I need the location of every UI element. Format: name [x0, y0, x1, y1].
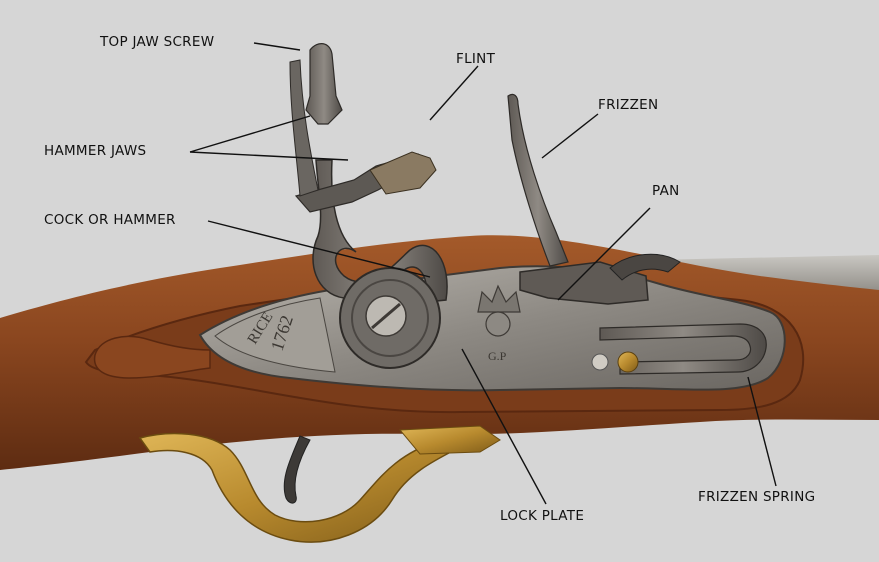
- leader-top-jaw-screw: [254, 43, 300, 50]
- label-cock-or-hammer: COCK OR HAMMER: [44, 212, 176, 228]
- label-hammer-jaws: HAMMER JAWS: [44, 143, 146, 159]
- cipher-engraving: G.P: [488, 349, 507, 363]
- spring-screw: [618, 352, 638, 372]
- leader-hammer-jaws-upper: [190, 116, 310, 152]
- label-frizzen-spring: FRIZZEN SPRING: [698, 489, 815, 505]
- leader-flint: [430, 66, 478, 120]
- label-pan: PAN: [652, 183, 680, 199]
- label-lock-plate: LOCK PLATE: [500, 508, 584, 524]
- label-frizzen: FRIZZEN: [598, 97, 658, 113]
- leader-hammer-jaws-lower: [190, 152, 348, 160]
- leader-frizzen: [542, 114, 598, 158]
- label-flint: FLINT: [456, 51, 495, 67]
- label-top-jaw-screw: TOP JAW SCREW: [100, 34, 214, 50]
- top-jaw-screw-part: [306, 44, 342, 124]
- trigger: [284, 436, 310, 503]
- plate-screw: [592, 354, 608, 370]
